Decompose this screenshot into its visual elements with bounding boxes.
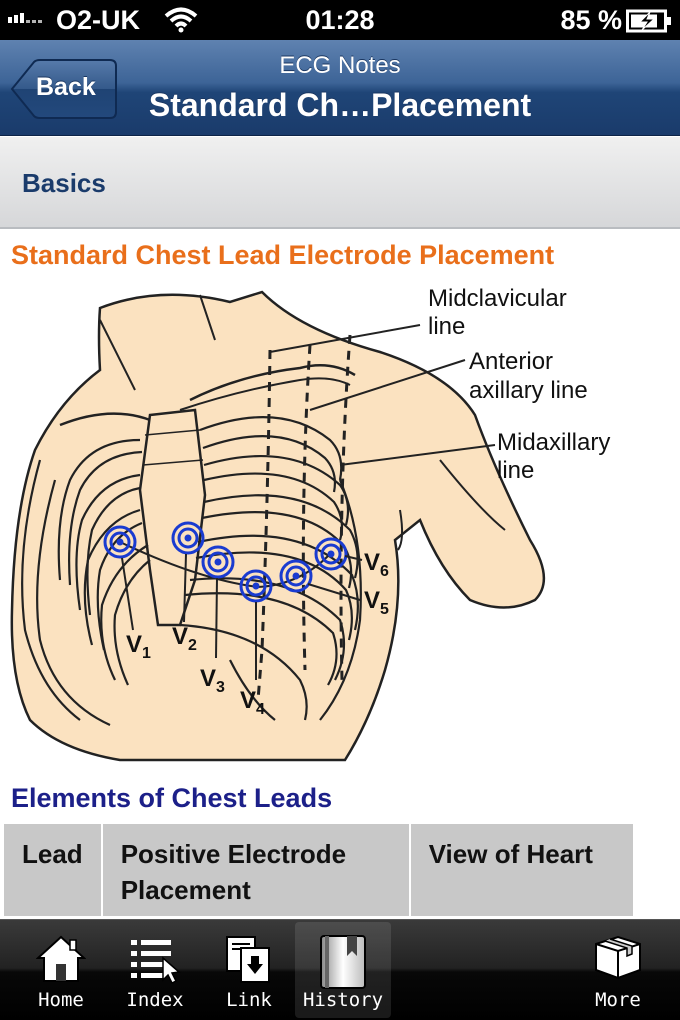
box-icon <box>595 935 641 980</box>
wifi-icon <box>164 7 198 33</box>
electrode-v3 <box>201 545 235 579</box>
midaxillary-label-2: line <box>497 457 534 484</box>
electrode-v1 <box>103 525 137 559</box>
content-area[interactable]: Standard Chest Lead Electrode Placement <box>0 230 680 918</box>
v5-label: V5 <box>364 587 389 618</box>
tab-link[interactable]: Link <box>201 920 297 1020</box>
carrier-name: O2-UK <box>56 5 141 35</box>
back-button-label: Back <box>36 73 96 101</box>
signal-strength-icon <box>8 13 42 23</box>
reference-lines <box>256 334 352 701</box>
midclavicular-line-label: Midclavicular <box>428 285 567 312</box>
v4-label: V4 <box>240 687 265 718</box>
page-title: Standard Ch…Placement <box>148 87 532 123</box>
placement-header-line1: Positive Electrode <box>120 839 347 869</box>
tab-home-label: Home <box>38 989 84 1011</box>
battery-charging-icon <box>626 9 671 33</box>
v1-label: V1 <box>126 631 151 662</box>
back-button-shape <box>10 59 117 119</box>
electrode-v6 <box>314 537 348 571</box>
clock: 01:28 <box>305 5 375 35</box>
tab-more[interactable]: More <box>570 920 666 1020</box>
v2-label: V2 <box>172 623 197 654</box>
placement-header-line2: Placement <box>120 875 251 905</box>
book-icon <box>320 935 366 989</box>
tab-history-label: History <box>302 989 384 1011</box>
column-header-lead: Lead <box>4 824 101 916</box>
tab-more-label: More <box>595 989 641 1011</box>
torso-outline <box>10 290 546 762</box>
column-header-view: View of Heart <box>410 824 633 916</box>
navigation-bar: Back ECG Notes Standard Ch…Placement <box>0 40 680 136</box>
tab-home[interactable]: Home <box>13 920 109 1020</box>
electrode-v5 <box>279 559 313 593</box>
electrodes <box>103 521 348 603</box>
nav-subtitle: ECG Notes <box>279 52 401 79</box>
anterior-axillary-label: Anterior <box>469 348 553 375</box>
chest-lead-placement-diagram: Midclavicular line Anterior axillary lin… <box>10 285 610 762</box>
status-bar: O2-UK 01:28 85 % <box>0 0 680 40</box>
midclavicular-line-label-2: line <box>428 313 465 340</box>
electrode-v2 <box>171 521 205 555</box>
section-header: Basics <box>0 137 680 229</box>
tab-index[interactable]: Index <box>107 920 203 1020</box>
tab-bar: Home Index Link <box>0 919 680 1020</box>
rib-cage-right <box>179 416 362 721</box>
v6-label: V6 <box>364 549 389 580</box>
tab-link-label: Link <box>226 989 272 1011</box>
rib-cage-left <box>21 438 151 727</box>
electrode-v4 <box>239 569 273 603</box>
tab-history[interactable]: History <box>295 920 391 1020</box>
index-list-icon <box>131 940 181 984</box>
battery-percentage: 85 % <box>560 5 622 35</box>
v3-label: V3 <box>200 665 225 696</box>
back-button[interactable]: Back <box>10 58 118 120</box>
anterior-axillary-label-2: axillary line <box>469 377 588 404</box>
link-document-icon <box>226 936 270 983</box>
house-icon <box>36 935 86 982</box>
table-title: Elements of Chest Leads <box>11 783 333 813</box>
diagram-title: Standard Chest Lead Electrode Placement <box>11 240 555 270</box>
tab-index-label: Index <box>126 989 184 1011</box>
midaxillary-label: Midaxillary <box>497 429 610 456</box>
section-title: Basics <box>22 168 106 198</box>
